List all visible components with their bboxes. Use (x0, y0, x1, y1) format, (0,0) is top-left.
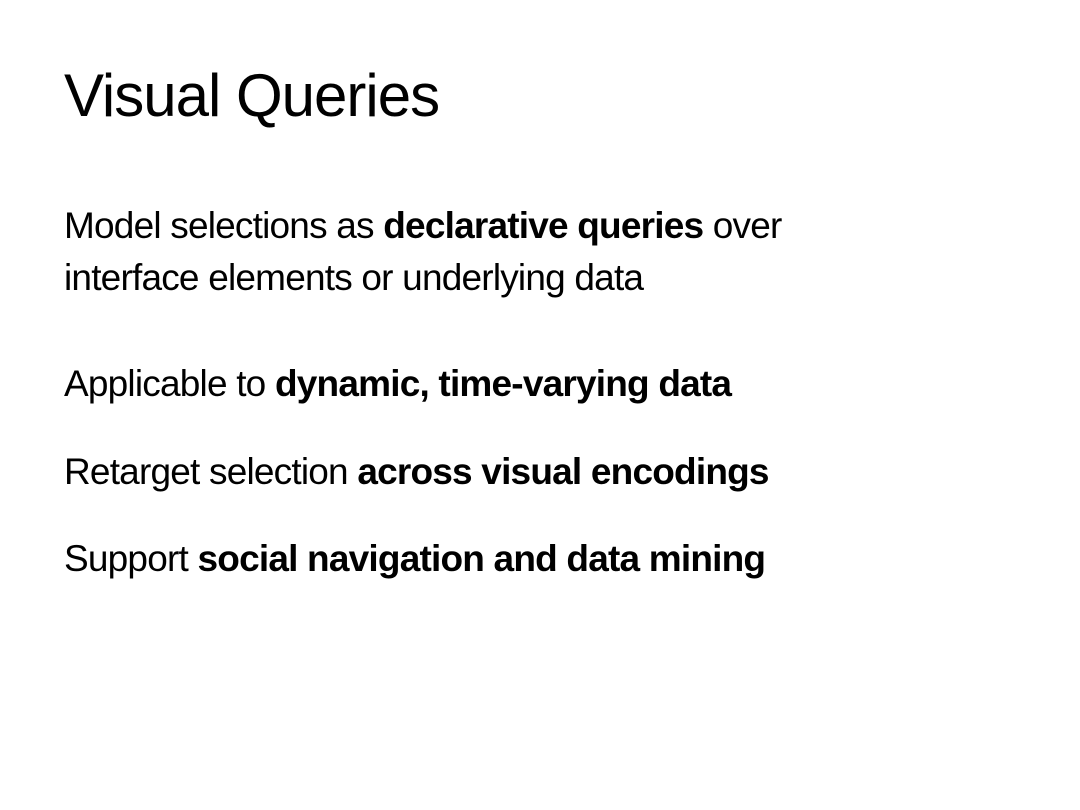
bullet-text: over (703, 205, 783, 246)
bullet-emphasis: across visual encodings (357, 451, 769, 492)
slide-title: Visual Queries (64, 62, 440, 129)
bullet-declarative-queries: Model selections as declarative queries … (64, 200, 782, 304)
bullet-text-line2: interface elements or underlying data (64, 257, 644, 298)
bullet-text: Model selections as (64, 205, 384, 246)
bullet-text: Support (64, 538, 198, 579)
bullet-emphasis: social navigation and data mining (197, 538, 766, 579)
bullet-emphasis: declarative queries (383, 205, 704, 246)
bullet-text: Retarget selection (64, 451, 358, 492)
bullet-social-navigation: Support social navigation and data minin… (64, 533, 766, 585)
bullet-dynamic-data: Applicable to dynamic, time-varying data (64, 358, 732, 410)
bullet-text: Applicable to (64, 363, 275, 404)
bullet-emphasis: dynamic, time-varying data (274, 363, 732, 404)
bullet-visual-encodings: Retarget selection across visual encodin… (64, 446, 770, 498)
